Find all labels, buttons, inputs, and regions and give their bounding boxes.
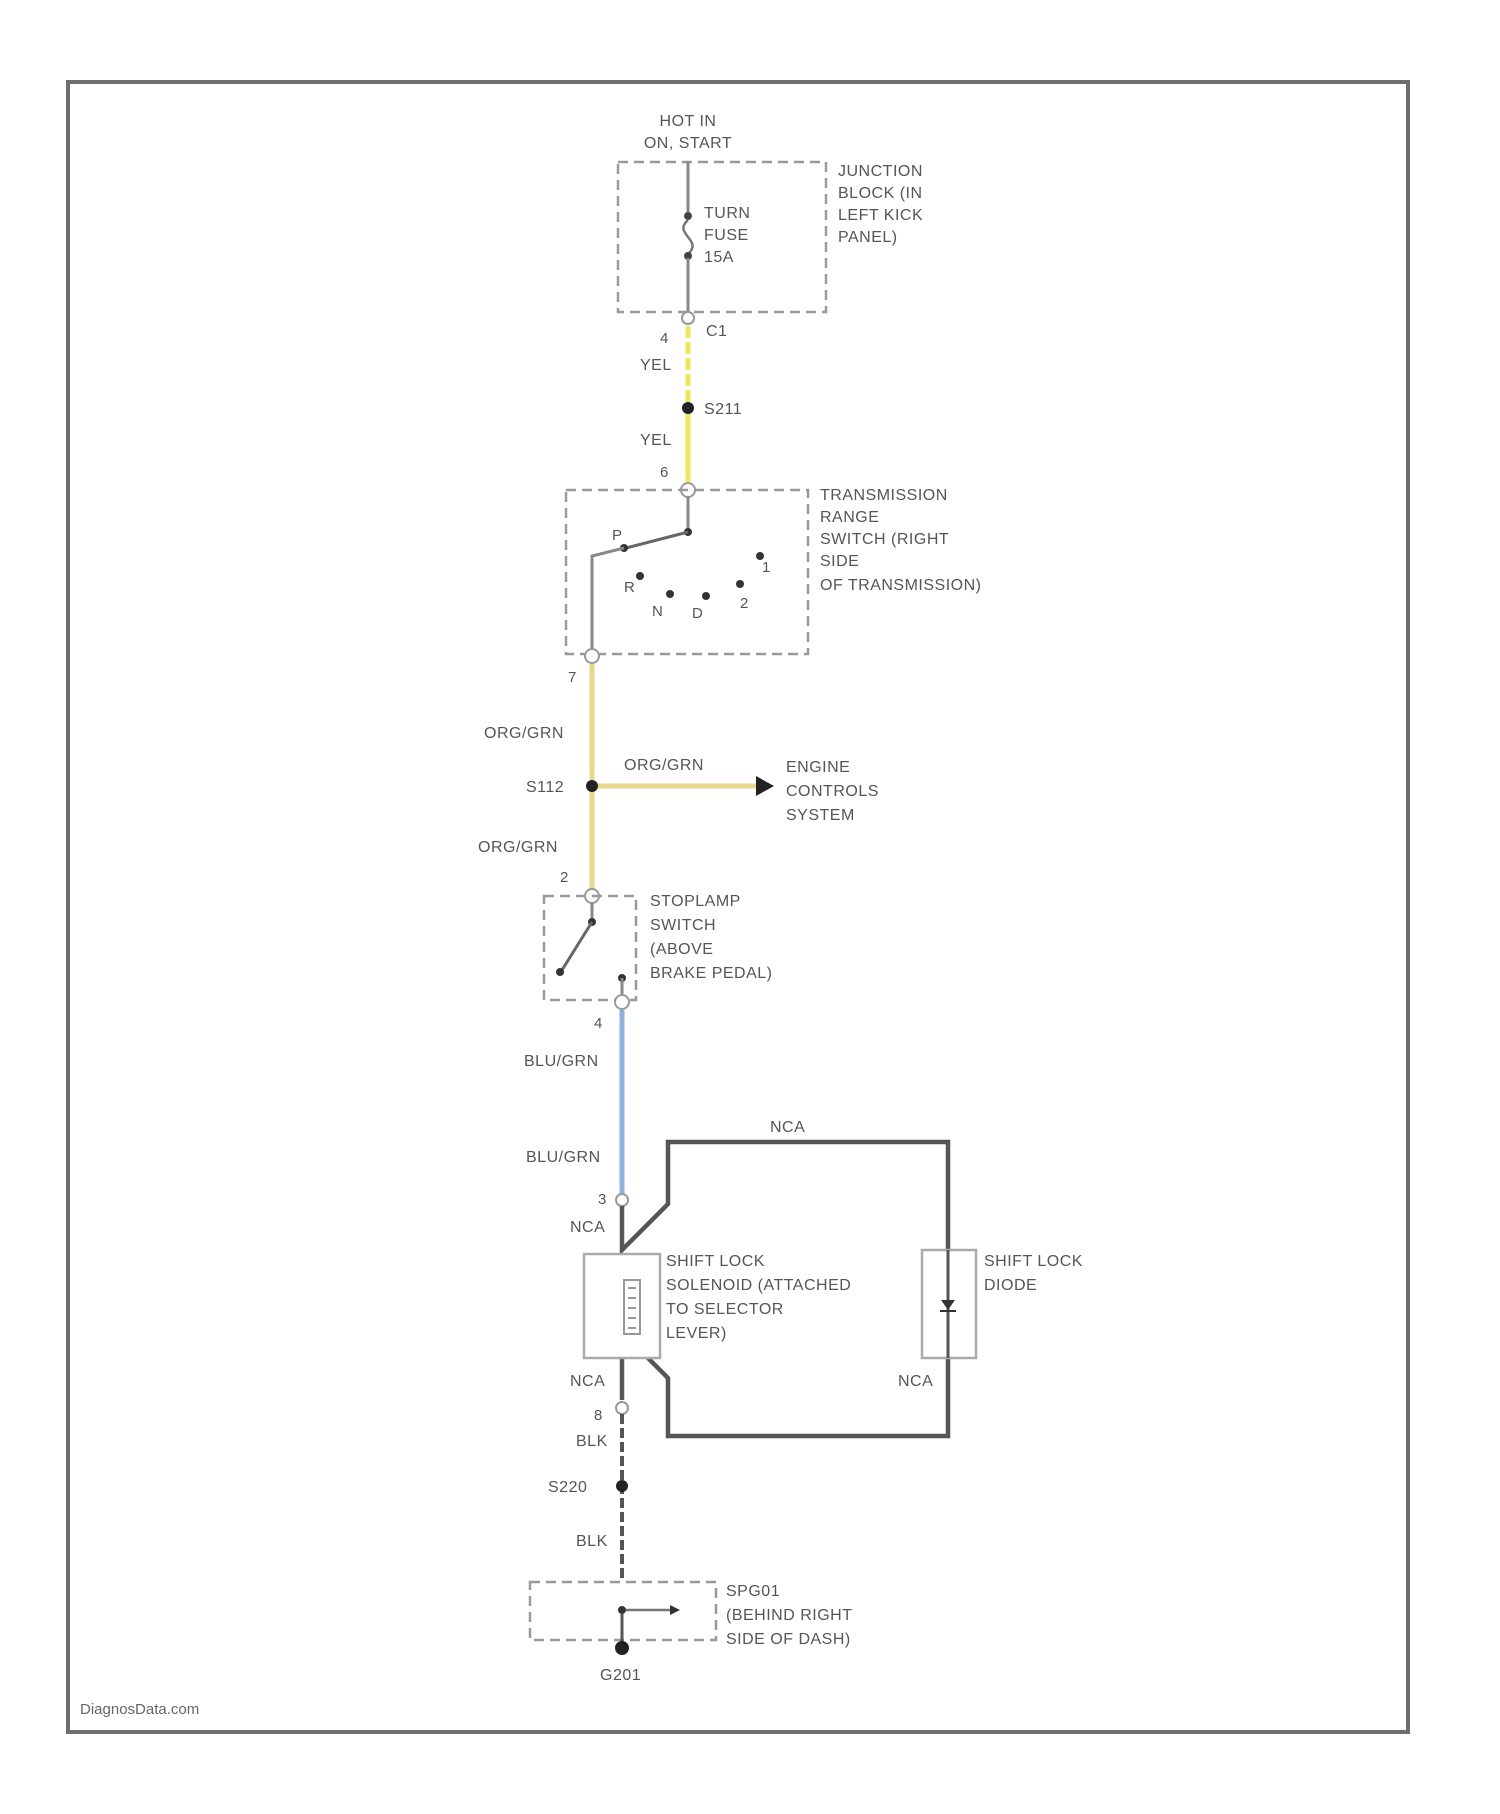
splice-s112 <box>586 780 598 792</box>
stoplamp-label-line3: (ABOVE <box>650 941 713 958</box>
trs-label-line5: OF TRANSMISSION) <box>820 577 982 594</box>
fuse-terminal-top <box>684 212 692 220</box>
source-label-line2: ON, START <box>644 135 732 152</box>
stoplamp-pin-out: 4 <box>594 1015 602 1032</box>
diode-label-line2: DIODE <box>984 1277 1037 1294</box>
stoplamp-contact-bottom <box>556 968 564 976</box>
splice-s211 <box>682 402 694 414</box>
fuse-label-line1: TURN <box>704 205 750 222</box>
connector-c1 <box>682 312 694 324</box>
trs-label-line4: SIDE <box>820 553 859 570</box>
trs-connector-out <box>585 649 599 663</box>
engine-controls-line1: ENGINE <box>786 759 850 776</box>
solenoid-pin-out: 8 <box>594 1407 602 1424</box>
stoplamp-blade <box>562 922 592 970</box>
trs-contact-r <box>636 572 644 580</box>
ground-id-label: G201 <box>600 1667 641 1684</box>
ground-label-line3: SIDE OF DASH) <box>726 1631 851 1648</box>
trs-contact-2 <box>736 580 744 588</box>
solenoid-label-line4: LEVER) <box>666 1325 727 1342</box>
trs-pin-out: 7 <box>568 669 576 686</box>
trs-wiper <box>626 532 688 548</box>
ground-arrow <box>670 1605 680 1615</box>
solenoid-pin-in: 3 <box>598 1191 606 1208</box>
fuse-label-line2: FUSE <box>704 227 749 244</box>
wire-label-nca-top: NCA <box>770 1119 805 1136</box>
fuse-element <box>683 220 692 254</box>
wire-label-blu-grn-2: BLU/GRN <box>526 1149 601 1166</box>
wire-label-blk-2: BLK <box>576 1533 608 1550</box>
watermark: DiagnosData.com <box>80 1701 199 1718</box>
trs-label-line1: TRANSMISSION <box>820 487 948 504</box>
ground-terminal <box>618 1606 626 1614</box>
splice-s220-label: S220 <box>548 1479 587 1496</box>
junction-label-line3: LEFT KICK <box>838 207 923 224</box>
trs-pos-n: N <box>652 603 663 620</box>
splice-s112-label: S112 <box>526 779 564 796</box>
wire-label-nca-diode: NCA <box>898 1373 933 1390</box>
wire-label-org-grn-1: ORG/GRN <box>484 725 564 742</box>
junction-label-line1: JUNCTION <box>838 163 923 180</box>
connector-c1-label: C1 <box>706 323 727 340</box>
solenoid-connector-in <box>616 1194 628 1206</box>
diode-label-line1: SHIFT LOCK <box>984 1253 1083 1270</box>
wire-label-nca-sol-bottom: NCA <box>570 1373 605 1390</box>
wire-label-nca-sol-top: NCA <box>570 1219 605 1236</box>
solenoid-label-line1: SHIFT LOCK <box>666 1253 765 1270</box>
solenoid-label-line2: SOLENOID (ATTACHED <box>666 1277 851 1294</box>
splice-s211-label: S211 <box>704 401 742 418</box>
ground-label-line2: (BEHIND RIGHT <box>726 1607 853 1624</box>
splice-s220 <box>616 1480 628 1492</box>
junction-label-line4: PANEL) <box>838 229 898 246</box>
wire-label-blk-1: BLK <box>576 1433 608 1450</box>
junction-label-line2: BLOCK (IN <box>838 185 923 202</box>
trs-pos-r: R <box>624 579 635 596</box>
trs-label-line2: RANGE <box>820 509 879 526</box>
trs-pos-2: 2 <box>740 595 748 612</box>
trs-contact-n <box>666 590 674 598</box>
ground-g201 <box>615 1641 629 1655</box>
stoplamp-label-line2: SWITCH <box>650 917 716 934</box>
wire-label-blu-grn-1: BLU/GRN <box>524 1053 599 1070</box>
trs-pos-1: 1 <box>762 559 770 576</box>
ground-label-line1: SPG01 <box>726 1583 780 1600</box>
wire-label-yel-1: YEL <box>640 357 672 374</box>
arrow-to-engine-controls <box>756 776 774 796</box>
trs-label-line3: SWITCH (RIGHT <box>820 531 949 548</box>
engine-controls-line2: CONTROLS <box>786 783 879 800</box>
wire-label-org-grn-2: ORG/GRN <box>478 839 558 856</box>
wire-label-yel-2: YEL <box>640 432 672 449</box>
stoplamp-pin-in: 2 <box>560 869 568 886</box>
stoplamp-label-line1: STOPLAMP <box>650 893 741 910</box>
engine-controls-line3: SYSTEM <box>786 807 855 824</box>
trs-output-trace <box>592 548 624 652</box>
trs-contact-d <box>702 592 710 600</box>
trs-pos-d: D <box>692 605 703 622</box>
solenoid-connector-out <box>616 1402 628 1414</box>
trs-pos-p: P <box>612 527 622 544</box>
stoplamp-label-line4: BRAKE PEDAL) <box>650 965 772 982</box>
wire-label-org-grn-branch: ORG/GRN <box>624 757 704 774</box>
trs-pin-in: 6 <box>660 464 668 481</box>
fuse-label-line3: 15A <box>704 249 734 266</box>
source-label-line1: HOT IN <box>660 113 717 130</box>
connector-c1-pin: 4 <box>660 330 668 347</box>
shift-lock-solenoid-box <box>584 1254 660 1358</box>
solenoid-label-line3: TO SELECTOR <box>666 1301 784 1318</box>
stoplamp-connector-out <box>615 995 629 1009</box>
